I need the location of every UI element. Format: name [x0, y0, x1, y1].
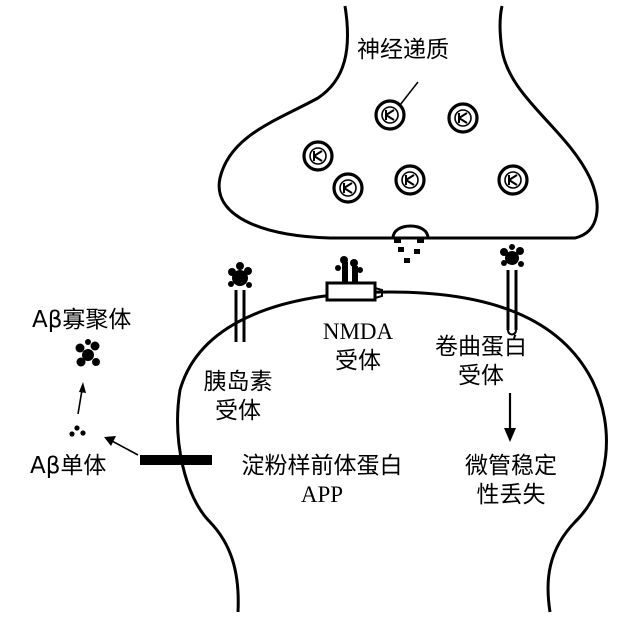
- arrow-to-microtubule: [504, 393, 516, 442]
- app-label-line2: APP: [300, 481, 344, 507]
- microtubule-stability-label: 微管稳定 性丢失: [455, 452, 567, 510]
- vesicle: [302, 140, 334, 172]
- insulin-receptor-label-line1: 胰岛素: [203, 369, 273, 395]
- app-label-line1: 淀粉样前体蛋白: [241, 453, 403, 479]
- postsynaptic-membrane: [176, 290, 608, 613]
- abeta-oligomer-cluster: [75, 339, 100, 367]
- abeta-monomer-label: Aβ单体: [30, 453, 107, 479]
- app-label: 淀粉样前体蛋白 APP: [212, 452, 432, 510]
- exocytosis-vesicle: [391, 224, 430, 239]
- vesicle: [447, 102, 479, 134]
- abeta-monomer-particles: [69, 425, 86, 437]
- microtubule-label-line1: 微管稳定: [465, 453, 557, 479]
- arrow-monomer-to-oligomer: [77, 382, 86, 415]
- insulin-receptor-label-line2: 受体: [215, 397, 261, 424]
- vesicle: [497, 164, 529, 196]
- vesicle-pointer-line: [399, 81, 419, 106]
- insulin-receptor-label: 胰岛素 受体: [198, 368, 278, 426]
- arrow-app-to-monomer: [104, 436, 139, 456]
- presynaptic-terminal: [217, 5, 599, 240]
- vesicle: [374, 99, 406, 131]
- curly-protein-receptor-label-line2: 受体: [458, 362, 504, 389]
- curly-protein-receptor-label: 卷曲蛋白 受体: [426, 333, 536, 391]
- vesicle: [394, 164, 426, 196]
- insulin-receptor: [228, 262, 252, 342]
- nmda-receptor: [325, 256, 383, 302]
- nmda-receptor-label: NMDA 受体: [318, 318, 398, 376]
- microtubule-label-line2: 性丢失: [476, 481, 546, 508]
- vesicle: [332, 172, 364, 204]
- nmda-receptor-label-line2: 受体: [335, 347, 381, 374]
- curly-protein-receptor: [500, 244, 524, 336]
- nmda-receptor-label-line1: NMDA: [322, 319, 394, 344]
- abeta-oligomer-label: Aβ寡聚体: [32, 307, 132, 333]
- app-protein-bar: [140, 455, 212, 465]
- curly-protein-receptor-label-line1: 卷曲蛋白: [435, 334, 527, 360]
- neurotransmitter-label: 神经递质: [357, 37, 449, 63]
- released-transmitter: [394, 238, 424, 263]
